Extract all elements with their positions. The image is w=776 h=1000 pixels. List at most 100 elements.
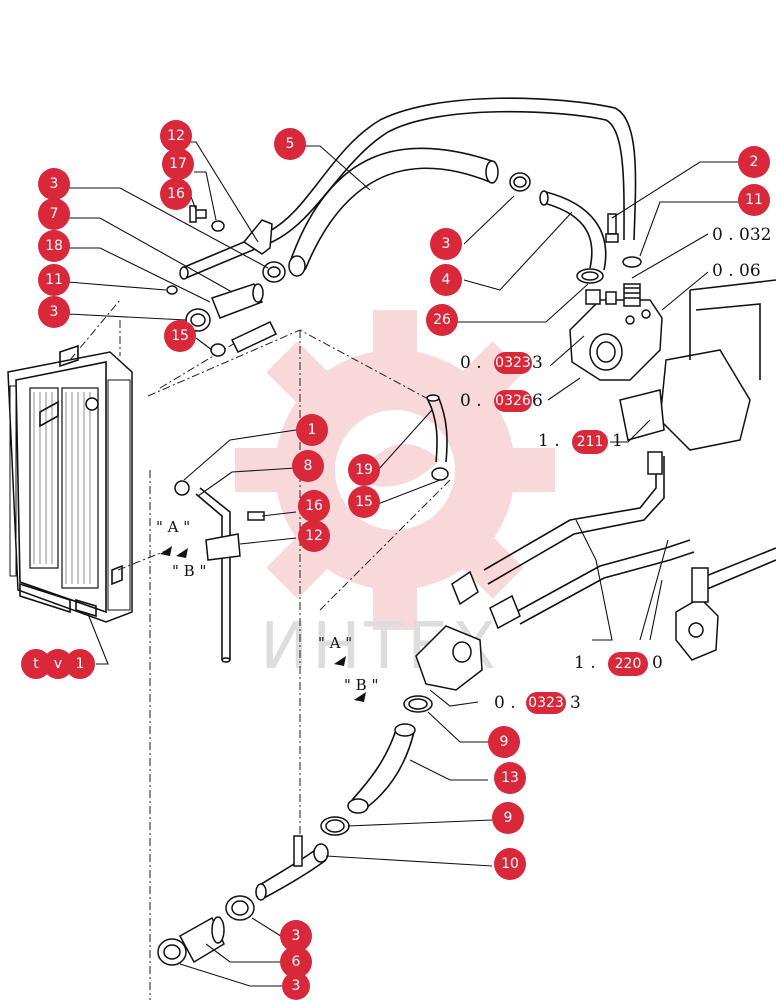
callout-5: 5 — [274, 128, 306, 160]
thermostat-housing — [569, 289, 663, 381]
clamp-3-bottom — [157, 938, 187, 966]
callout-8: 8 — [292, 450, 324, 482]
callout-15-left: 15 — [164, 320, 196, 352]
callout-9-upper: 9 — [488, 726, 520, 758]
ref-0326-badge: 0326 — [495, 393, 531, 409]
hose-6 — [178, 916, 225, 964]
callout-2: 2 — [738, 146, 770, 178]
callout-3-a: 3 — [38, 168, 70, 200]
svg-text:11: 11 — [745, 192, 763, 208]
callout-26: 26 — [426, 304, 458, 336]
ref-211-prefix: 1 . — [538, 431, 560, 451]
overflow-pipe — [179, 97, 637, 280]
clamp-9-lower — [320, 816, 350, 836]
ref-0326-badge-bg — [494, 390, 532, 412]
svg-text:7: 7 — [50, 206, 59, 222]
upper-hose-5 — [288, 147, 499, 277]
svg-text:17: 17 — [169, 156, 187, 172]
radiator-ref-2: v — [54, 656, 62, 672]
ref-211-badge-bg — [572, 430, 608, 454]
ref-0-06: 0 . 06 — [712, 261, 761, 281]
svg-text:8: 8 — [304, 458, 313, 474]
callout-16-mid: 16 — [298, 490, 330, 522]
view-marks-left: " A " " B " — [156, 518, 206, 580]
callout-13: 13 — [494, 762, 526, 794]
ref-0326-tail: 6 — [532, 391, 543, 411]
callout-16-top: 16 — [160, 178, 192, 210]
ref-220-badge-bg — [608, 652, 648, 676]
clamp-3-lower — [225, 895, 255, 921]
svg-text:9: 9 — [500, 734, 509, 750]
washer-17 — [211, 220, 225, 232]
ref-211-tail: 1 — [612, 431, 623, 451]
svg-text:2: 2 — [750, 154, 759, 170]
washer-15-mid — [431, 467, 449, 481]
radiator-ref-1: t — [33, 656, 39, 672]
callout-7: 7 — [38, 198, 70, 230]
svg-text:16: 16 — [167, 186, 185, 202]
arrow-a-right-icon — [334, 656, 346, 666]
svg-text:3: 3 — [50, 176, 59, 192]
callout-12-top: 12 — [160, 120, 192, 152]
callout-3-e: 3 — [282, 972, 310, 1000]
sensor-2 — [605, 213, 619, 243]
callout-10: 10 — [494, 848, 526, 880]
washer-11-right — [622, 256, 642, 268]
view-b-right: " B " — [344, 676, 378, 694]
clip-12-top — [242, 219, 273, 255]
svg-text:15: 15 — [171, 328, 189, 344]
svg-text:12: 12 — [305, 528, 323, 544]
callout-3-b: 3 — [38, 296, 70, 328]
arrow-b-right-icon — [354, 692, 366, 702]
bolt-16-mid — [247, 511, 265, 521]
callouts: 12 17 16 3 7 18 11 3 15 5 2 11 3 4 26 1 … — [38, 120, 770, 1000]
clamp-9-upper — [403, 695, 433, 713]
svg-text:10: 10 — [501, 856, 519, 872]
view-b-left: " B " — [172, 562, 206, 580]
ref-0323-b-badge: 0323 — [528, 695, 564, 711]
svg-text:1: 1 — [308, 422, 317, 438]
construction-lines — [69, 299, 451, 1000]
svg-text:15: 15 — [355, 494, 373, 510]
arrow-a-left-icon — [160, 546, 172, 556]
outlet-elbow — [415, 625, 483, 691]
svg-text:26: 26 — [433, 312, 451, 328]
ref-0323-b-prefix: 0 . — [494, 693, 516, 713]
callout-9-lower: 9 — [492, 802, 524, 834]
svg-text:3: 3 — [442, 236, 451, 252]
pipe-10 — [255, 835, 329, 901]
clamp-3-top — [509, 172, 531, 192]
svg-text:9: 9 — [504, 810, 513, 826]
ref-0323-b-badge-bg — [526, 692, 566, 714]
washer-11-left — [166, 285, 178, 295]
callout-3-c: 3 — [430, 228, 462, 260]
callout-1: 1 — [296, 414, 328, 446]
svg-text:3: 3 — [292, 928, 301, 944]
ref-0323-a-badge-bg — [494, 352, 532, 374]
tube-15-left — [210, 321, 278, 357]
radiator — [7, 344, 133, 623]
pipe-8 — [195, 487, 241, 663]
ref-220-badge: 220 — [615, 656, 642, 672]
bolt-16-top — [189, 205, 207, 223]
clamp-3-upperleft — [262, 261, 286, 283]
arrow-b-left-icon — [176, 548, 188, 558]
flange-right — [675, 567, 719, 661]
svg-text:3: 3 — [50, 304, 59, 320]
clamp-26 — [576, 268, 604, 284]
svg-text:12: 12 — [167, 128, 185, 144]
radiator-ref-3: 1 — [76, 656, 85, 672]
view-marks-right: " A " " B " — [318, 634, 378, 702]
callout-6: 6 — [280, 946, 312, 978]
hose-4 — [539, 190, 607, 271]
svg-text:6: 6 — [292, 954, 301, 970]
ref-0323-a-badge: 0323 — [495, 355, 531, 371]
svg-text:19: 19 — [355, 462, 373, 478]
ref-211-badge: 211 — [577, 434, 604, 450]
reference-codes: 0 . 032 0 . 06 0 . 0323 3 0 . 0326 6 1 .… — [460, 225, 771, 714]
svg-text:13: 13 — [501, 770, 519, 786]
seal-1 — [174, 480, 190, 496]
heater-pipes — [451, 451, 776, 630]
svg-text:11: 11 — [45, 272, 63, 288]
svg-text:4: 4 — [442, 272, 451, 288]
